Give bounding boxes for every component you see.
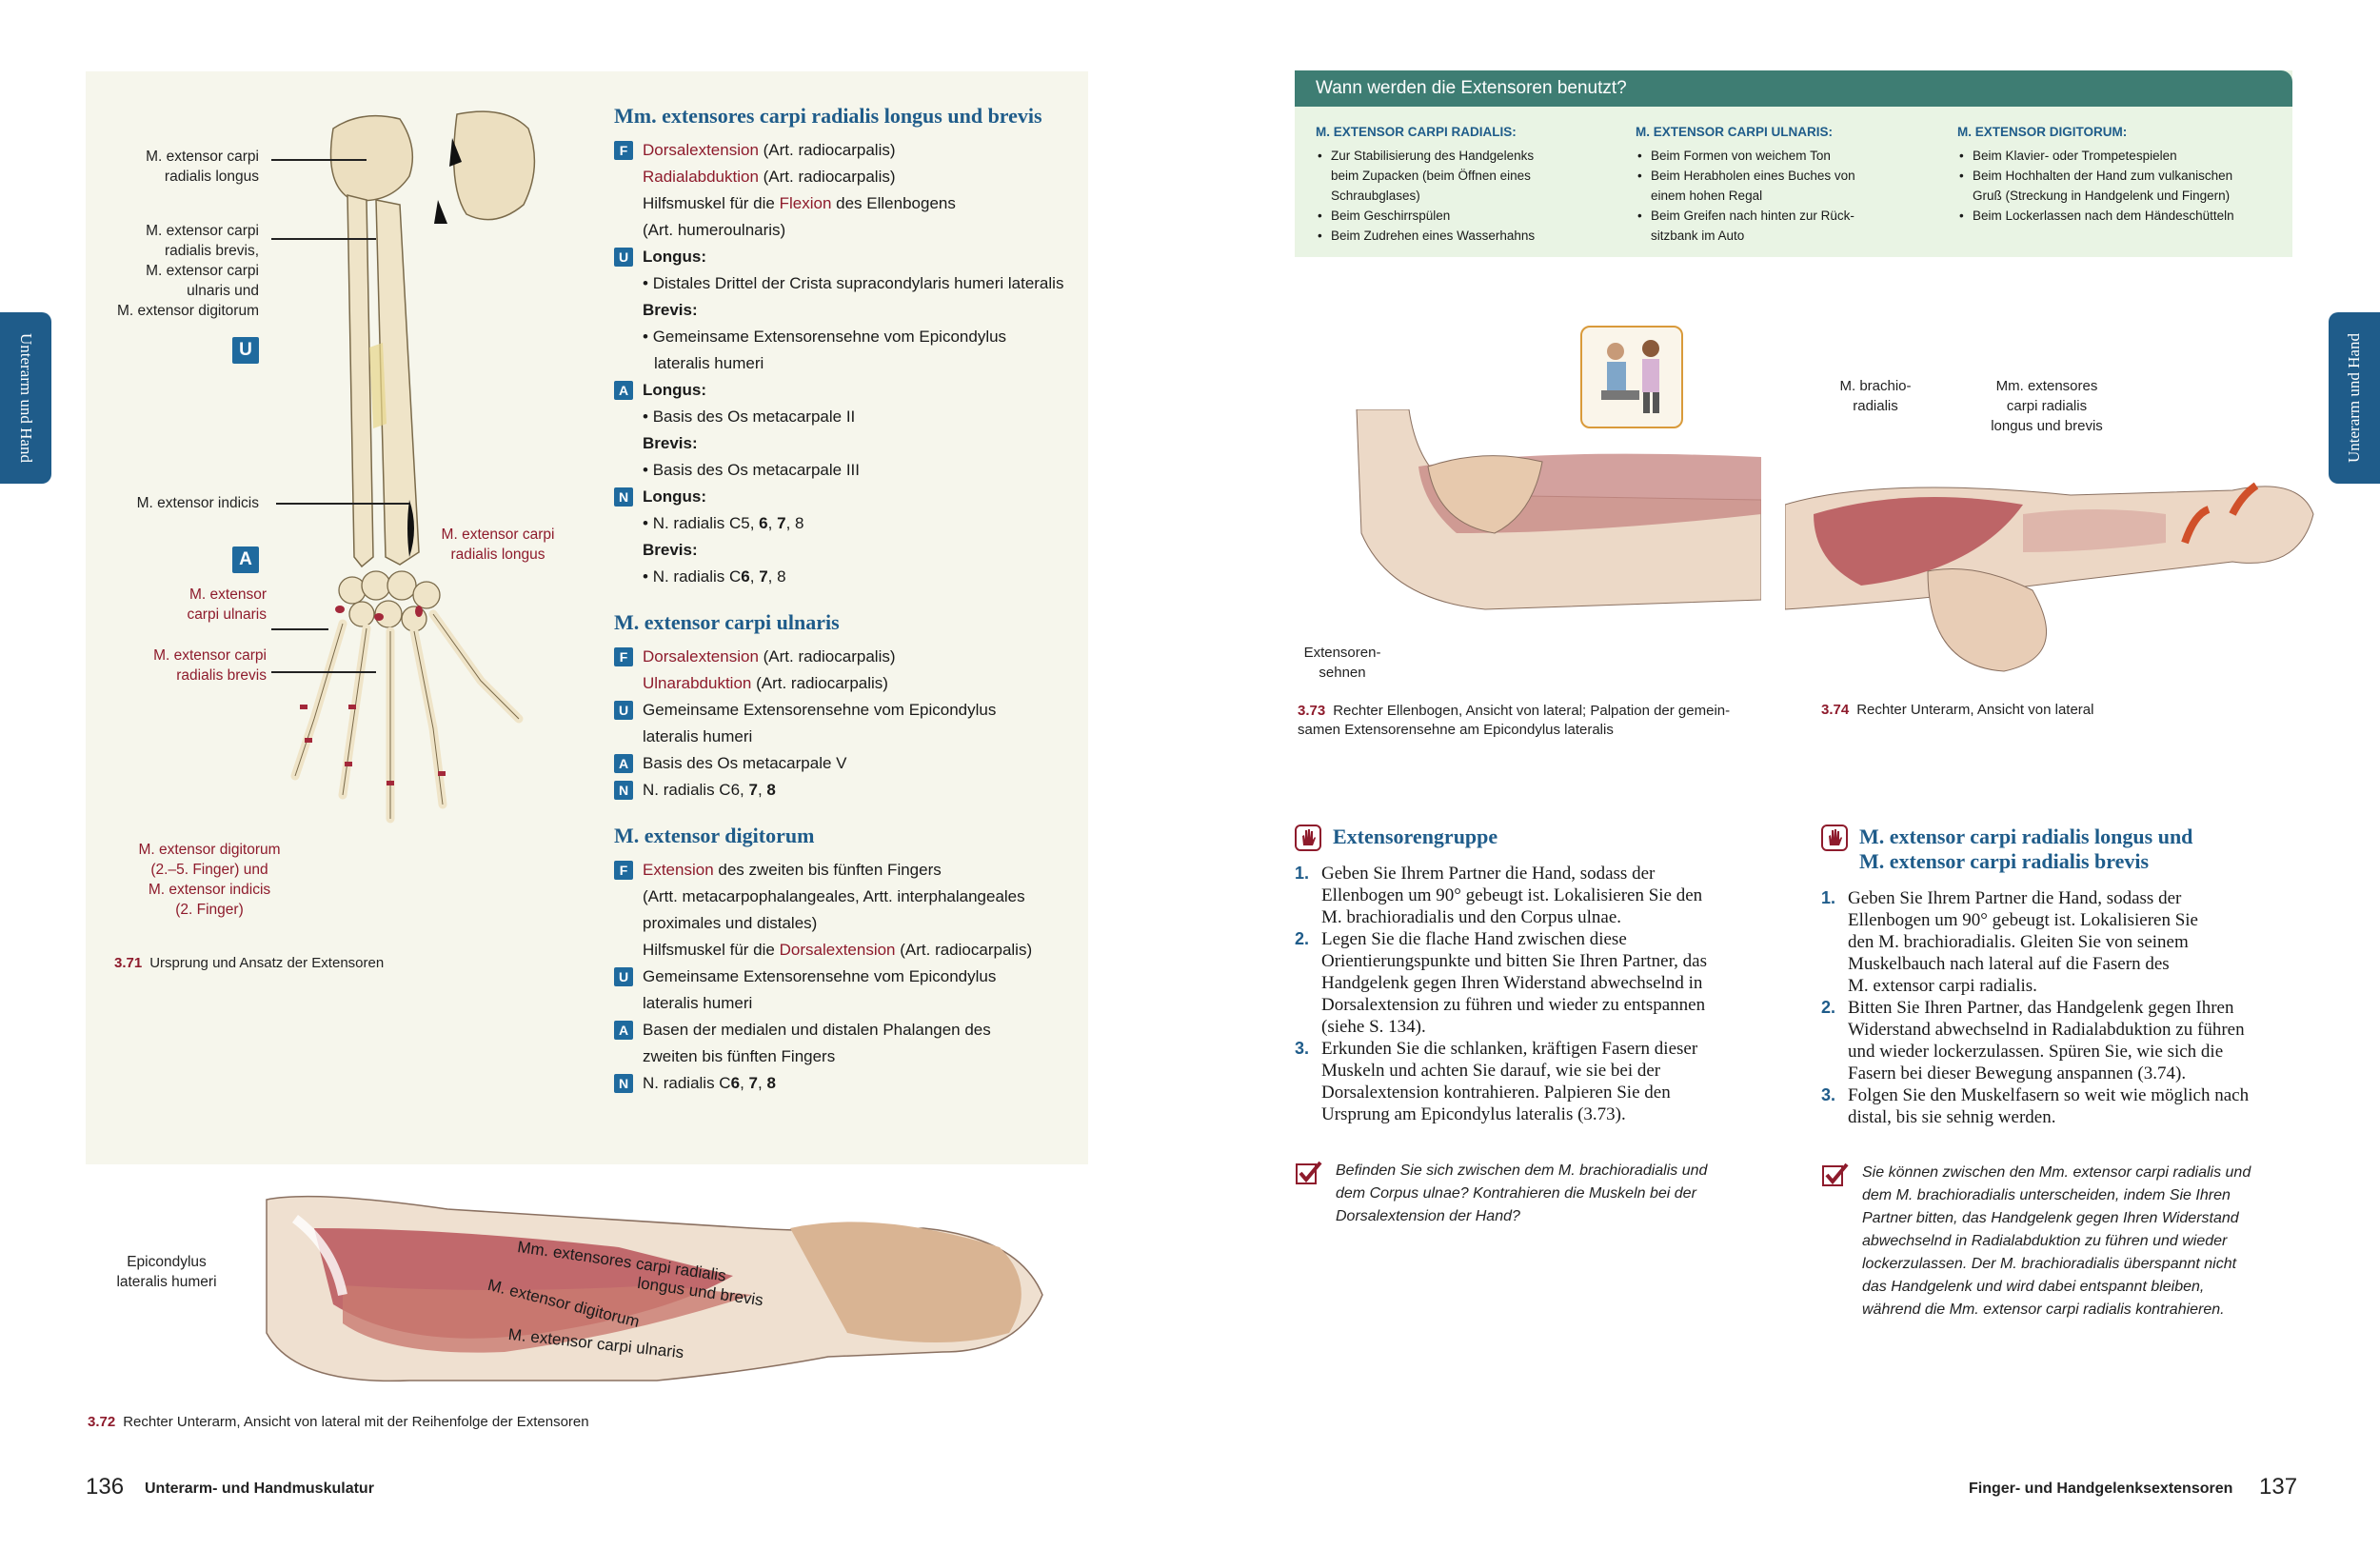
label-brachioradialis: M. brachio-radialis [1839,378,1912,414]
footer-right: Finger- und Handgelenksextensoren [1969,1480,2233,1497]
section-title-ecr: Mm. extensores carpi radialis longus und… [614,104,1042,128]
task2-check: Sie können zwischen den Mm. extensor car… [1862,1164,2251,1318]
task1-title: Extensorengruppe [1333,825,1498,848]
usage-info-title: Wann werden die Extensoren benutzt? [1295,70,2292,107]
section-title-ed: M. extensor digitorum [614,824,815,847]
usage-col-ed: M. EXTENSOR DIGITORUM: Beim Klavier- ode… [1957,122,2281,226]
footer-left: Unterarm- und Handmuskulatur [145,1480,374,1497]
badge-u: U [232,337,259,364]
hand-icon [1295,825,1321,851]
leader-line [271,628,328,630]
muscle-info-column: Mm. extensores carpi radialis longus und… [614,103,1071,1097]
checkmark-icon [1296,1161,1322,1184]
checkmark-icon [1822,1162,1849,1186]
label-extensorensehnen: Extensoren-sehnen [1303,645,1381,681]
label-digitorum-red: M. extensor digitorum(2.–5. Finger) und … [138,842,281,918]
page-number-left: 136 [86,1474,125,1500]
section-title-ecu: M. extensor carpi ulnaris [614,610,840,634]
page-number-right: 137 [2259,1474,2298,1500]
forearm-bones-illustration [290,110,536,824]
forearm-palpation-illustration [1785,482,2314,672]
hand-icon [1821,825,1848,851]
leader-line [271,159,367,161]
left-info-panel [86,71,1088,1164]
side-tab-left[interactable]: Unterarm und Hand [0,312,51,484]
usage-col-ecr: M. EXTENSOR CARPI RADIALIS: Zur Stabilis… [1316,122,1620,246]
usage-col-ecu: M. EXTENSOR CARPI ULNARIS: Beim Formen v… [1636,122,1940,246]
badge-a: A [232,546,259,573]
leader-line [271,238,376,240]
side-tab-right[interactable]: Unterarm und Hand [2329,312,2380,484]
forearm-extensors-illustration [266,1195,1043,1382]
task1-check: Befinden Sie sich zwischen dem M. brachi… [1336,1162,1708,1224]
label-indicis: M. extensor indicis [136,495,259,511]
elbow-palpation-illustration [1356,409,1761,610]
task2-steps: 1. Geben Sie Ihrem Partner die Hand, sod… [1821,888,2250,1127]
side-tab-right-label: Unterarm und Hand [2345,333,2363,463]
partner-pose-icon [1580,326,1683,428]
side-tab-left-label: Unterarm und Hand [17,333,35,463]
task1-steps: 1. Geben Sie Ihrem Partner die Hand, sod… [1295,864,1708,1124]
leader-line [276,503,409,505]
task-extensorengruppe: Extensorengruppe 1. Geben Sie Ihrem Part… [1295,825,1790,1125]
usage-info-box: Wann werden die Extensoren benutzt? M. E… [1295,70,2292,257]
leader-line [271,671,376,673]
